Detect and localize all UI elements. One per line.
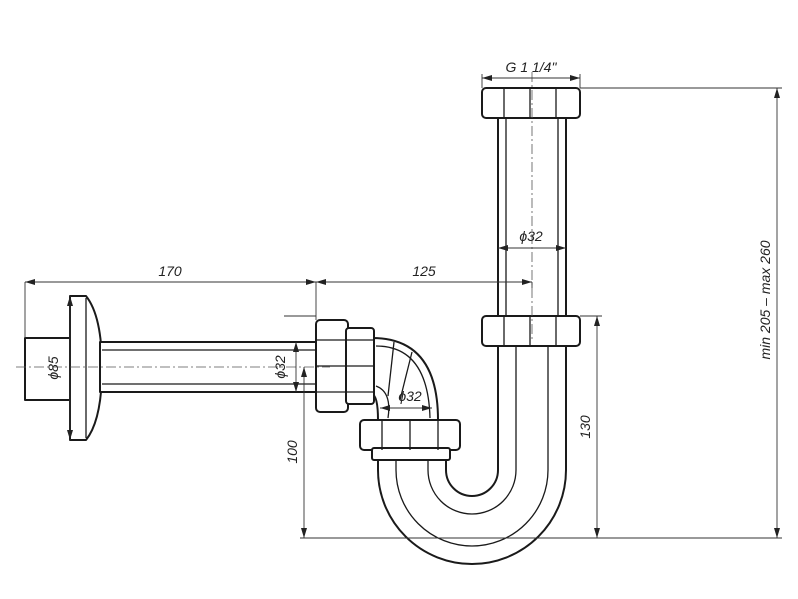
dim-label-130: 130 <box>577 415 593 439</box>
elbow-nut <box>315 319 375 413</box>
dim-label-elbow-diameter: ϕ32 <box>398 388 422 404</box>
dimension-labels: 170 125 G 1 1/4" ϕ85 ϕ32 ϕ32 ϕ32 100 130… <box>45 59 773 464</box>
middle-nut <box>481 315 581 347</box>
dim-label-170: 170 <box>158 263 182 279</box>
dim-label-flange-diameter: ϕ85 <box>45 356 61 380</box>
lower-nut <box>359 419 461 461</box>
dim-label-vertical-pipe-diameter: ϕ32 <box>519 228 543 244</box>
top-nut <box>481 87 581 119</box>
u-trap-bend <box>377 337 567 565</box>
dim-label-125: 125 <box>412 263 436 279</box>
dim-label-100: 100 <box>284 440 300 464</box>
dim-label-thread: G 1 1/4" <box>506 59 558 75</box>
dim-label-total-height: min 205 – max 260 <box>757 240 773 359</box>
center-lines <box>16 72 533 368</box>
dim-label-horizontal-pipe-diameter: ϕ32 <box>272 355 288 379</box>
wall-flange <box>24 295 103 441</box>
dimension-lines <box>24 74 782 539</box>
